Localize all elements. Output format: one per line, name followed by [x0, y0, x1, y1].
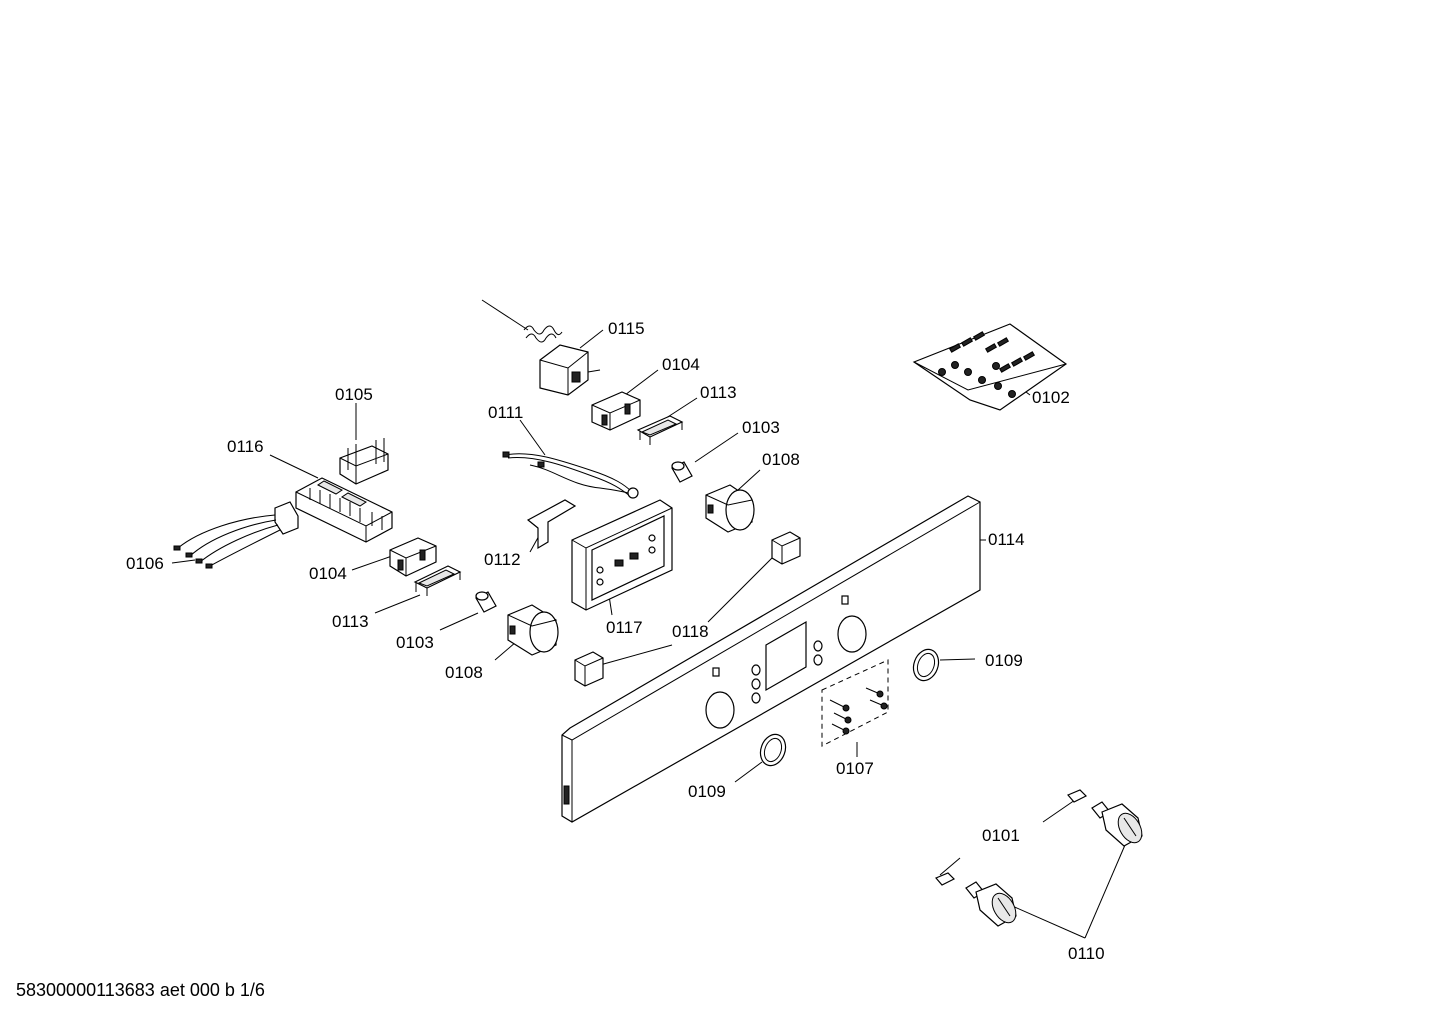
part-0112-bracket [526, 499, 577, 550]
part-0101-insert-lower [935, 872, 956, 886]
label-0115: 0115 [608, 319, 645, 338]
part-0110-knob-upper [1091, 801, 1143, 847]
label-0114: 0114 [988, 530, 1025, 549]
part-0117-clock-module [571, 499, 673, 611]
part-0115-thermostat [481, 299, 601, 396]
label-0113-upper: 0113 [700, 383, 737, 402]
label-0108-upper: 0108 [762, 450, 800, 469]
part-0109-ring-lower [759, 733, 787, 767]
part-0104-bracket-lower [389, 537, 437, 577]
part-0108-housing-upper [705, 484, 755, 533]
document-footer-id: 58300000113683 aet 000 b 1/6 [16, 980, 265, 1000]
part-labels: 0115 0104 0113 0111 0103 0108 0105 0116 … [126, 319, 1105, 963]
label-0104-upper: 0104 [662, 355, 700, 374]
label-0105: 0105 [335, 385, 373, 404]
label-0109-lower: 0109 [688, 782, 726, 801]
label-0113-lower: 0113 [332, 612, 369, 631]
part-0106-wire-connector [173, 501, 299, 569]
part-0103-lamp-upper [671, 461, 693, 483]
part-0118-switch-lower [574, 651, 604, 687]
part-0116-terminal-block [295, 477, 393, 543]
label-0111: 0111 [488, 403, 523, 422]
label-0112: 0112 [484, 550, 521, 569]
label-0103-upper: 0103 [742, 418, 780, 437]
label-0101: 0101 [982, 826, 1020, 845]
label-0104-lower: 0104 [309, 564, 347, 583]
part-0102-screw-bag [912, 323, 1068, 411]
part-0113-clip-lower [413, 565, 462, 596]
part-0107-screws [821, 659, 889, 747]
label-0117: 0117 [606, 618, 643, 637]
part-0114-control-panel [561, 495, 981, 823]
label-0109-right: 0109 [985, 651, 1023, 670]
label-0110: 0110 [1068, 944, 1105, 963]
label-0106: 0106 [126, 554, 164, 573]
part-0101-insert-upper [1067, 789, 1088, 803]
label-0116: 0116 [227, 437, 264, 456]
part-0113-clip-upper [636, 415, 684, 445]
part-0103-lamp-lower [475, 591, 497, 613]
part-0108-housing-lower [507, 604, 559, 656]
label-0103-lower: 0103 [396, 633, 434, 652]
label-0107: 0107 [836, 759, 874, 778]
label-0118: 0118 [672, 622, 709, 641]
part-0110-knob-lower [965, 881, 1017, 927]
part-0118-switch-upper [771, 531, 801, 565]
leader-lines [171, 329, 1126, 939]
part-0104-bracket-upper [591, 391, 641, 431]
label-0102: 0102 [1032, 388, 1070, 407]
part-0105-terminal-bracket [339, 438, 389, 485]
part-0111-wire-harness [502, 451, 639, 499]
part-0109-ring-right [912, 648, 940, 682]
label-0108-lower: 0108 [445, 663, 483, 682]
